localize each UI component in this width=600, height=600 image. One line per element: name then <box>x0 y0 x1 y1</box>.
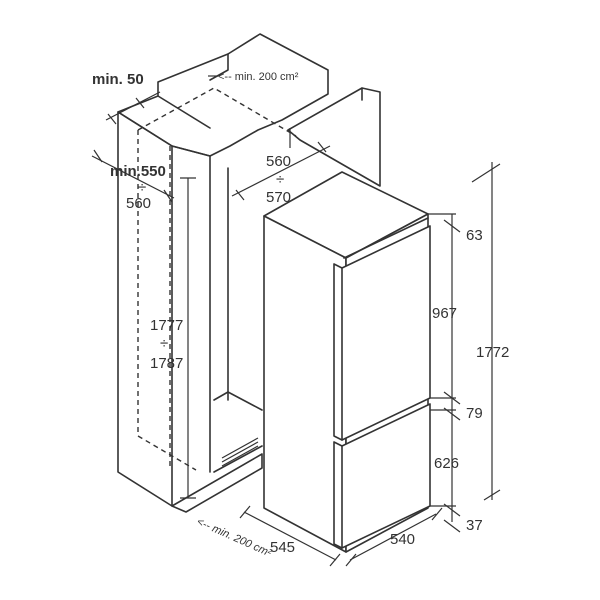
label-lower-door: 626 <box>434 455 459 472</box>
label-height-top: 1777 <box>150 317 183 334</box>
label-height-bottom: 1787 <box>150 355 183 372</box>
label-door-gap: 79 <box>466 405 483 422</box>
dimension-lines <box>91 75 501 567</box>
label-width-sep: ÷ <box>138 179 146 196</box>
label-height-sep: ÷ <box>160 335 168 352</box>
label-vent-top: <-- min. 200 cm² <box>218 71 299 83</box>
label-vent-bottom: <-- min. 200 cm² <box>195 516 274 560</box>
label-depth-sep: ÷ <box>276 171 284 188</box>
label-width-bottom: 560 <box>126 195 151 212</box>
label-depth-bottom: 570 <box>266 189 291 206</box>
niche-cabinet <box>117 33 381 513</box>
label-depth-top: 560 <box>266 153 291 170</box>
label-width: 540 <box>390 531 415 548</box>
label-upper-door: 967 <box>432 305 457 322</box>
refrigerator <box>263 171 431 553</box>
label-depth: 545 <box>270 539 295 556</box>
label-width-top: min.550 <box>110 163 166 180</box>
label-height-total: 1772 <box>476 344 509 361</box>
label-top-gap: 63 <box>466 227 483 244</box>
label-bottom-gap: 37 <box>466 517 483 534</box>
label-min-gap-top: min. 50 <box>92 71 144 88</box>
